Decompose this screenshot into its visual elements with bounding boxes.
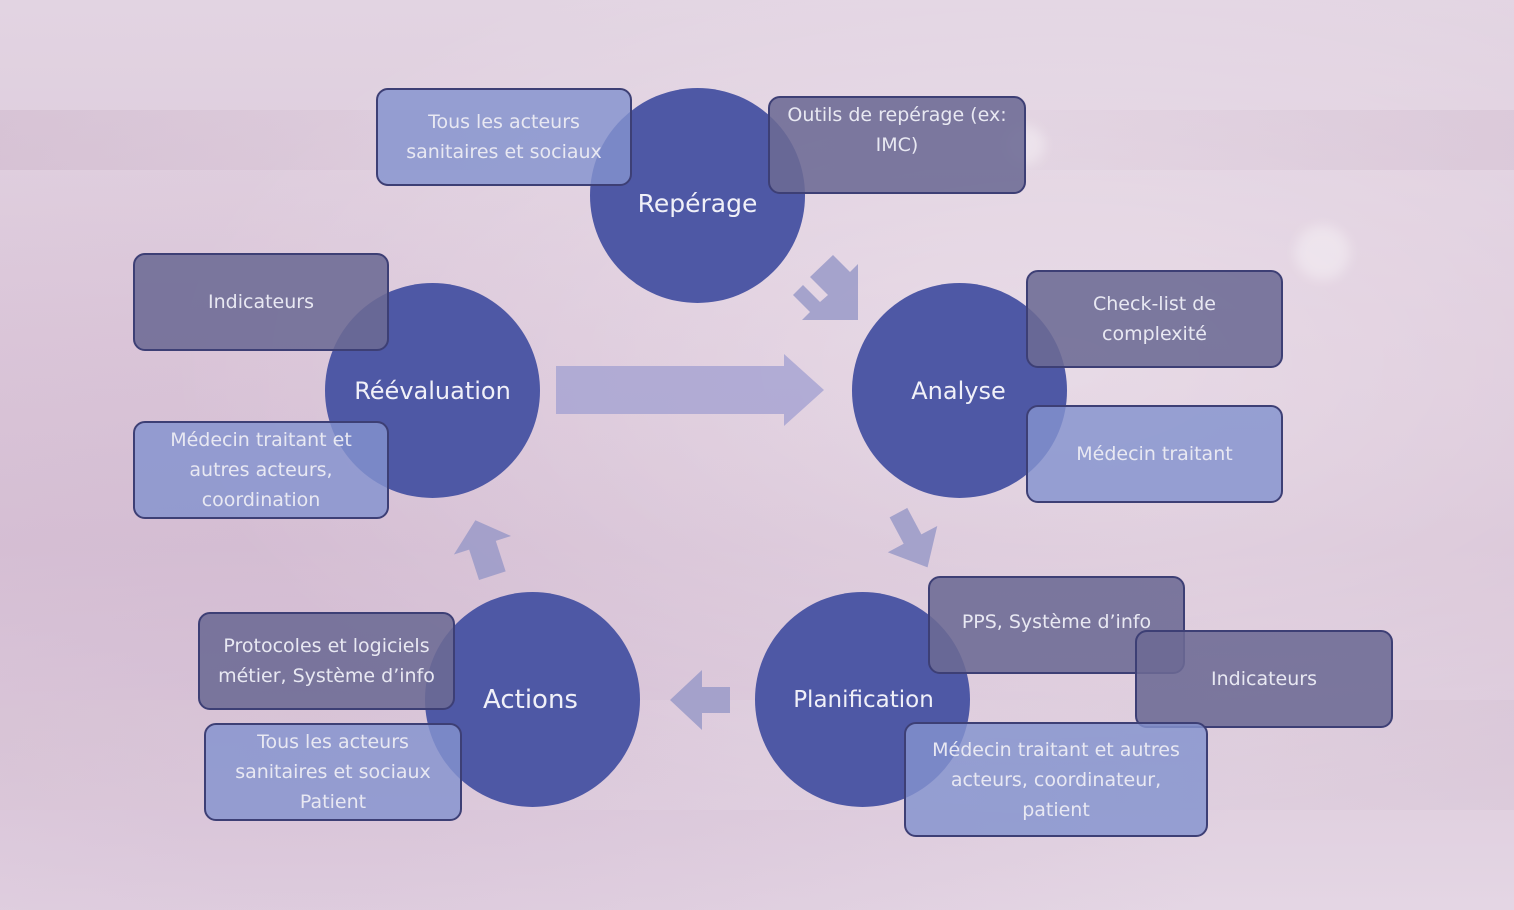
background-light bbox=[1295, 225, 1350, 280]
box-text: Check-list de complexité bbox=[1093, 293, 1216, 345]
arrow-planification-to-actions bbox=[670, 670, 730, 730]
arrow-reperage-to-analyse bbox=[793, 255, 858, 320]
node-label: Réévaluation bbox=[354, 376, 511, 405]
box-analyse-tools: Check-list de complexité bbox=[1026, 270, 1283, 368]
node-actions: Actions bbox=[425, 592, 640, 807]
box-text: Indicateurs bbox=[208, 291, 314, 313]
node-label: Actions bbox=[483, 684, 578, 715]
box-text: Médecin traitant et autres acteurs, coor… bbox=[170, 429, 352, 511]
node-label: Analyse bbox=[911, 376, 1006, 405]
box-text: Tous les acteurs sanitaires et sociaux P… bbox=[235, 731, 431, 813]
box-planification-indicators: Indicateurs bbox=[1135, 630, 1393, 728]
box-planification-actors: Médecin traitant et autres acteurs, coor… bbox=[904, 722, 1208, 837]
box-text: Médecin traitant et autres acteurs, coor… bbox=[932, 738, 1180, 821]
box-text: Protocoles et logiciels métier, Système … bbox=[218, 635, 435, 687]
box-text: Médecin traitant bbox=[1076, 443, 1233, 465]
node-label: Planification bbox=[793, 686, 934, 713]
box-reevaluation-indicators: Indicateurs bbox=[133, 253, 389, 351]
arrow-analyse-to-planification bbox=[887, 507, 938, 568]
box-actions-tools: Protocoles et logiciels métier, Système … bbox=[198, 612, 455, 710]
box-text: Outils de repérage (ex: IMC) bbox=[787, 104, 1007, 156]
box-reperage-actors: Tous les acteurs sanitaires et sociaux bbox=[376, 88, 632, 186]
box-text: Indicateurs bbox=[1211, 668, 1317, 690]
box-text: Tous les acteurs sanitaires et sociaux bbox=[406, 111, 602, 163]
box-reperage-tools: Outils de repérage (ex: IMC) bbox=[768, 96, 1026, 194]
arrow-actions-to-reevaluation bbox=[453, 520, 511, 581]
box-actions-actors: Tous les acteurs sanitaires et sociaux P… bbox=[204, 723, 462, 821]
box-analyse-actors: Médecin traitant bbox=[1026, 405, 1283, 503]
box-text: PPS, Système d’info bbox=[961, 611, 1152, 633]
arrow-reevaluation-to-analyse bbox=[556, 354, 824, 426]
box-reevaluation-actors: Médecin traitant et autres acteurs, coor… bbox=[133, 421, 389, 519]
node-label: Repérage bbox=[637, 188, 758, 218]
